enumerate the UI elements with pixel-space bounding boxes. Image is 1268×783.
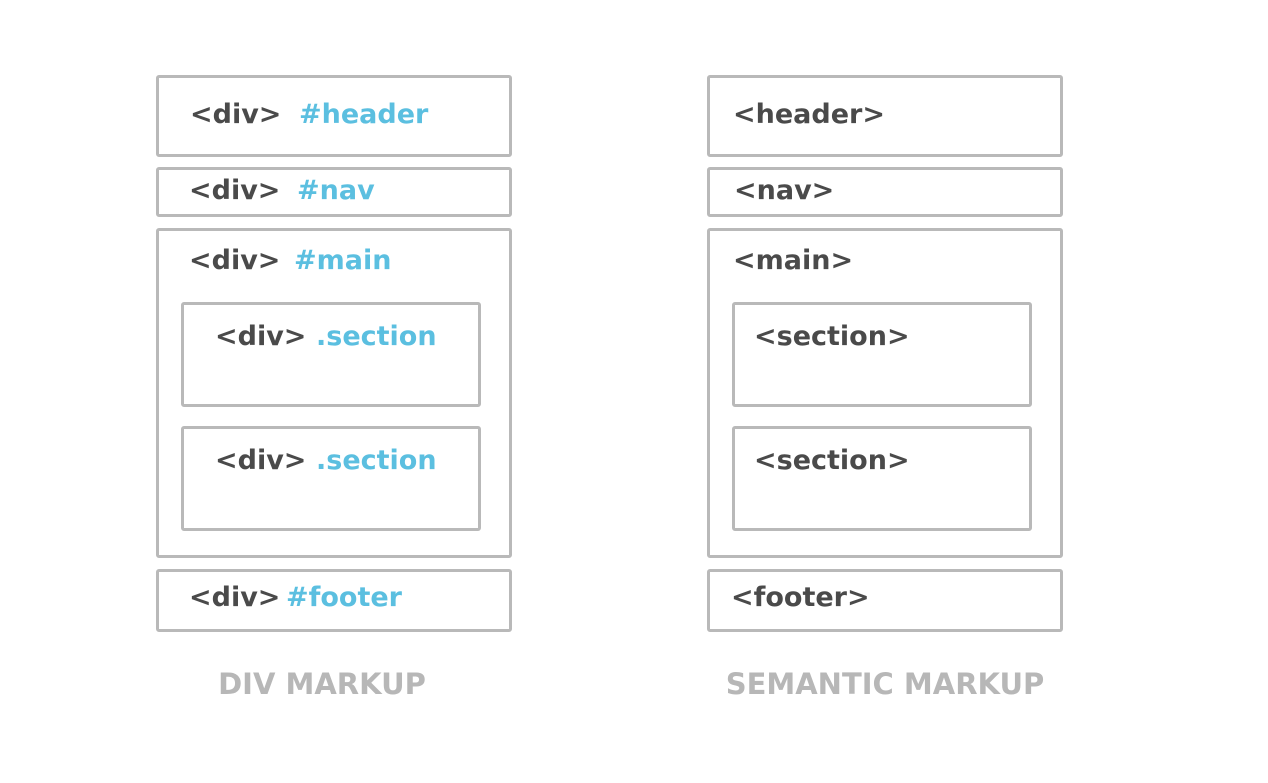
semantic-nav-tag: <nav> <box>734 175 835 206</box>
div-nav-box <box>156 167 512 217</box>
div-footer-box <box>156 569 512 632</box>
semantic-footer-box <box>707 569 1063 632</box>
div-section-tag-1: <div> <box>215 321 307 352</box>
div-footer-selector: #footer <box>286 582 403 613</box>
div-section-box-2 <box>181 426 481 531</box>
semantic-nav-box <box>707 167 1063 217</box>
semantic-markup-caption: SEMANTIC MARKUP <box>725 667 1045 701</box>
div-section-tag-2: <div> <box>215 445 307 476</box>
semantic-main-tag: <main> <box>733 245 854 276</box>
semantic-header-tag: <header> <box>733 99 885 130</box>
div-nav-tag: <div> <box>189 175 281 206</box>
div-header-box <box>156 75 512 157</box>
div-section-selector-1: .section <box>316 321 437 352</box>
div-section-box-1 <box>181 302 481 407</box>
div-footer-tag: <div> <box>189 582 281 613</box>
semantic-section-tag-1: <section> <box>754 321 910 352</box>
semantic-section-box-1 <box>732 302 1032 407</box>
div-markup-caption: DIV MARKUP <box>218 667 426 701</box>
div-header-tag: <div> <box>190 99 282 130</box>
semantic-section-box-2 <box>732 426 1032 531</box>
semantic-header-box <box>707 75 1063 157</box>
semantic-section-tag-2: <section> <box>754 445 910 476</box>
div-main-tag: <div> <box>189 245 281 276</box>
div-section-selector-2: .section <box>316 445 437 476</box>
div-header-selector: #header <box>299 99 429 130</box>
div-main-selector: #main <box>294 245 392 276</box>
div-nav-selector: #nav <box>297 175 375 206</box>
semantic-footer-tag: <footer> <box>731 582 870 613</box>
